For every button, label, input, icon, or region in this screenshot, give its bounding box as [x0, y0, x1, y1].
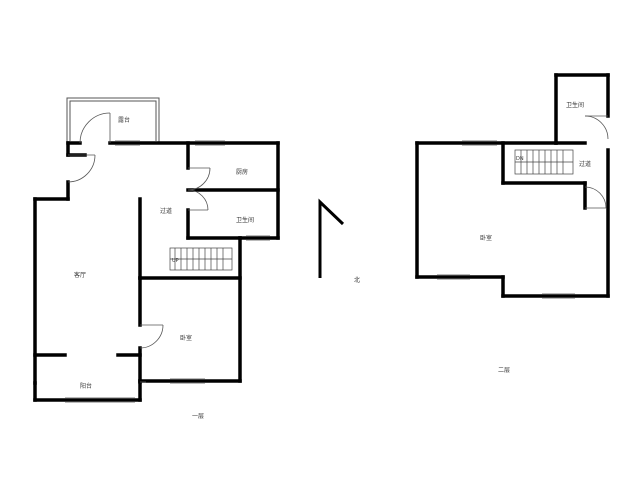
room-label-corridor: 过道	[160, 207, 172, 215]
room-label-living: 客厅	[74, 271, 86, 279]
floor1-windows	[65, 140, 270, 403]
floor2-room-label-bedroom: 卧室	[480, 234, 492, 242]
floor2-plan: 卫生间 DN 过道 卧室 二层	[415, 73, 610, 374]
stairs-up-label: UP	[172, 258, 179, 264]
floor1-title: 一层	[192, 413, 204, 420]
room-label-top-balcony: 露台	[118, 116, 130, 124]
north-label: 北	[354, 276, 360, 284]
room-label-bathroom: 卫生间	[236, 216, 254, 224]
floor2-windows	[437, 140, 575, 299]
floor2-room-label-corridor: 过道	[579, 160, 591, 168]
room-label-bedroom: 卧室	[180, 334, 192, 342]
floor2-walls	[415, 73, 610, 298]
floor2-doors	[584, 115, 609, 209]
north-arrow: 北	[318, 198, 360, 284]
floor2-title: 二层	[498, 367, 510, 374]
top-balcony	[66, 97, 160, 143]
floor1-doors	[67, 112, 211, 383]
floor2-room-label-bathroom: 卫生间	[566, 101, 584, 109]
room-label-kitchen: 厨房	[236, 168, 248, 176]
stairs-down-label: DN	[516, 156, 524, 162]
room-label-bottom-balcony: 阳台	[80, 382, 92, 390]
floor1-stairs	[169, 247, 233, 271]
floor1-plan: 露台 厨房 过道 卫生间 UP 客厅 卧室 阳台 一层	[33, 97, 280, 420]
north-arrow-icon	[318, 198, 345, 278]
floor2-stairs	[514, 149, 574, 175]
